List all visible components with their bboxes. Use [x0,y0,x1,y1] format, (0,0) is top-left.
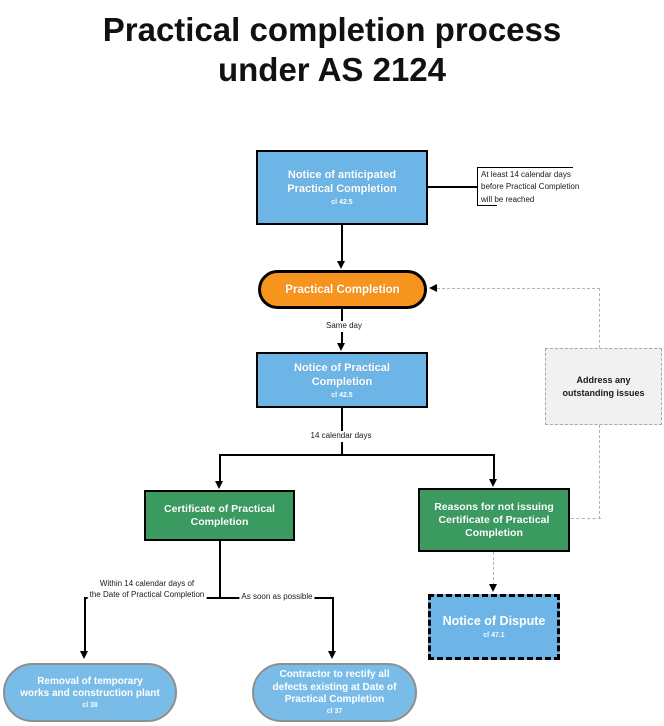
connector-to-contractor [332,597,334,652]
clause-label: cl 42.5 [331,391,353,399]
clause-label: cl 37 [326,707,343,715]
dashed-connector-reasons-to-dispute [493,552,494,585]
arrowhead-down-icon [80,651,88,659]
clause-label: cl 38 [82,701,98,709]
dashed-feedback-vertical-lower [599,425,600,519]
node-address-outstanding-issues: Address any outstanding issues [545,348,662,425]
arrowhead-down-icon [489,479,497,487]
edge-label-14-calendar-days: 14 calendar days [308,431,374,442]
edge-label-same-day: Same day [323,321,365,332]
clause-label: cl 47.1 [483,632,505,639]
node-label: Certificate of Practical Completion [164,502,275,528]
edge-label-within-14-days: Within 14 calendar days of the Date of P… [87,579,207,600]
connector-branch-to-certificate [219,454,221,482]
node-removal-temporary-works: Removal of temporary works and construct… [3,663,177,722]
arrowhead-down-icon [337,261,345,269]
page-title: Practical completion process under AS 21… [102,11,562,88]
node-label: Address any outstanding issues [562,374,645,398]
dashed-feedback-vertical-upper [599,288,600,348]
branch-line-horizontal [219,454,495,456]
node-label: Notice of Dispute [442,614,546,628]
node-label: Contractor to rectify all defects existi… [272,669,397,706]
node-label: Practical Completion [285,283,400,296]
node-notice-anticipated-practical-completion: Notice of anticipated Practical Completi… [256,150,428,225]
dashed-feedback-horizontal-bottom [571,518,601,519]
connector-branch-to-reasons [493,454,495,480]
node-label: Removal of temporary works and construct… [20,675,160,700]
arrowhead-down-icon [215,481,223,489]
node-label: Reasons for not issuing Certificate of P… [434,500,554,539]
node-label: Notice of Practical Completion [294,361,390,388]
connector-box1-to-pc [341,225,343,262]
arrowhead-down-icon [337,343,345,351]
annotation-text: At least 14 calendar days before Practic… [481,170,580,204]
clause-label: cl 42.5 [331,199,353,206]
connector-to-removal [84,597,86,652]
arrowhead-down-icon [489,584,497,592]
annotation-bracket-top [477,167,573,169]
arrowhead-left-icon [429,284,437,292]
node-certificate-of-practical-completion: Certificate of Practical Completion [144,490,295,541]
connector-certificate-down [219,541,221,599]
arrowhead-down-icon [328,651,336,659]
node-notice-of-dispute: Notice of Dispute cl 47.1 [428,594,560,660]
annotation-bracket-left [477,167,479,206]
annotation-bracket-bottom [477,204,497,206]
node-practical-completion: Practical Completion [258,270,427,309]
node-notice-of-practical-completion: Notice of Practical Completion cl 42.5 [256,352,428,408]
dashed-feedback-horizontal-top [437,288,600,289]
node-contractor-rectify-defects: Contractor to rectify all defects existi… [252,663,417,722]
node-label: Notice of anticipated Practical Completi… [287,169,397,195]
lower-branch-line [84,597,334,599]
node-reasons-for-not-issuing-certificate: Reasons for not issuing Certificate of P… [418,488,570,552]
edge-label-as-soon-as-possible: As soon as possible [239,592,315,603]
annotation-connector-line [428,186,477,188]
